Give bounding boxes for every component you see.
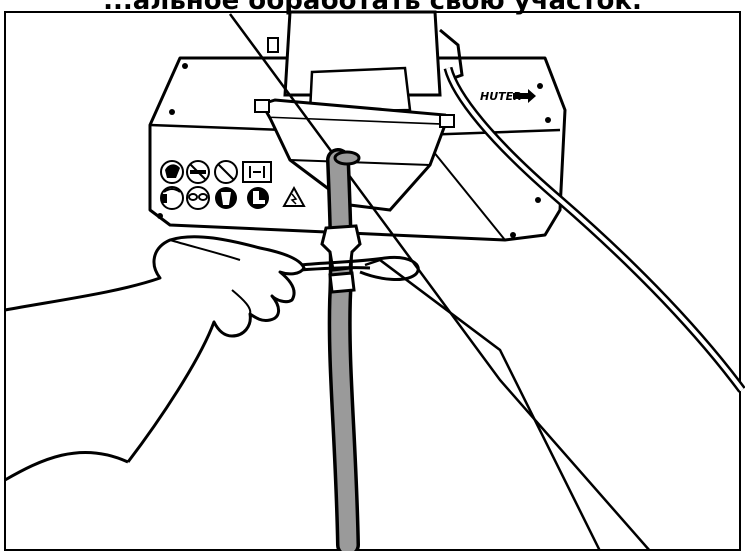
- logo-arrow-icon: [513, 89, 536, 103]
- cotter-pin: [299, 255, 420, 281]
- hose-clip: [320, 224, 362, 294]
- safety-icons-panel: [160, 160, 306, 210]
- handle-column: [267, 10, 464, 114]
- protective-gloves-icon: [160, 160, 184, 184]
- chute-bracket: [254, 98, 455, 212]
- keep-distance-icon: [242, 161, 272, 183]
- protective-clothing-icon: [215, 187, 237, 209]
- brand-logo: HUTER: [480, 90, 522, 103]
- guide-lines: [228, 13, 651, 551]
- prohibition-icon: [214, 160, 238, 184]
- power-cable: [443, 66, 745, 393]
- no-smoking-icon: [186, 160, 210, 184]
- eye-protection-icon: [186, 186, 210, 210]
- hose-rod: [326, 148, 361, 551]
- gloved-hand: [4, 235, 306, 482]
- electric-hazard-warning-icon: [282, 185, 306, 207]
- ear-protection-icon: [160, 186, 184, 210]
- safety-boots-icon: [247, 187, 269, 209]
